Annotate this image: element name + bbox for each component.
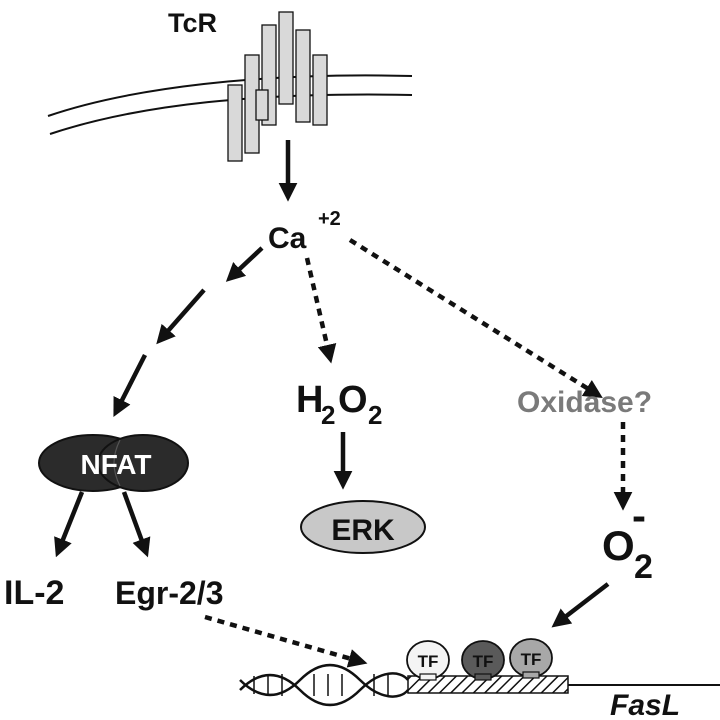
nfat-complex: NFAT <box>38 434 189 492</box>
receptor-subunit <box>278 11 294 105</box>
dna-helix <box>239 663 409 707</box>
egr-label: Egr-2/3 <box>115 575 223 611</box>
h2o2-h: H <box>296 379 323 421</box>
tf2-label: TF <box>473 652 494 671</box>
tf-factor-1: TF <box>406 640 450 681</box>
ca-label: Ca <box>268 222 307 255</box>
arrow-nfat-to-il2 <box>54 491 85 558</box>
arrow-ca-to-h2o2 <box>304 257 337 364</box>
tf3-label: TF <box>521 650 542 669</box>
arrow-ca-to-oxidase <box>348 238 603 399</box>
membrane-outer-line <box>47 74 413 117</box>
h2o2-sub2: 2 <box>368 400 382 430</box>
h2o2-label: H 2 O 2 <box>296 379 382 430</box>
membrane-inner-line <box>49 93 413 135</box>
receptor-subunit <box>295 29 311 123</box>
h2o2-o: O <box>338 379 368 421</box>
oxidase-label: Oxidase? <box>517 386 652 419</box>
tcr-receptor: TcR <box>47 8 413 162</box>
arrow-ca-to-nfat-segment <box>156 288 206 345</box>
h2o2-sub1: 2 <box>321 400 335 430</box>
superoxide-label: O 2 - <box>602 492 653 586</box>
tf-factor-3: TF <box>509 638 553 679</box>
superoxide-charge: - <box>632 492 646 539</box>
tf-factor-2: TF <box>461 640 505 681</box>
arrow-ca-to-nfat-segment <box>113 353 148 418</box>
superoxide-o: O <box>602 522 635 569</box>
superoxide-sub: 2 <box>634 548 653 586</box>
arrow-egr-to-fasl <box>204 614 368 668</box>
tcr-label: TcR <box>168 8 217 38</box>
receptor-subunit <box>312 54 328 126</box>
erk-label: ERK <box>331 514 395 547</box>
nfat-oval-right <box>97 434 189 492</box>
arrow-superoxide-to-tf <box>551 582 610 628</box>
erk-oval <box>300 500 426 554</box>
arrow-nfat-to-egr <box>121 491 151 558</box>
receptor-subunit <box>227 84 243 162</box>
fasl-label: FasL <box>610 689 680 720</box>
receptor-subunit <box>255 89 269 121</box>
tf1-label: TF <box>418 652 439 671</box>
il2-label: IL-2 <box>4 574 64 612</box>
ca-charge-label: +2 <box>318 208 341 230</box>
nfat-label: NFAT <box>80 449 151 480</box>
arrow-ca-to-nfat-segment <box>225 246 264 282</box>
